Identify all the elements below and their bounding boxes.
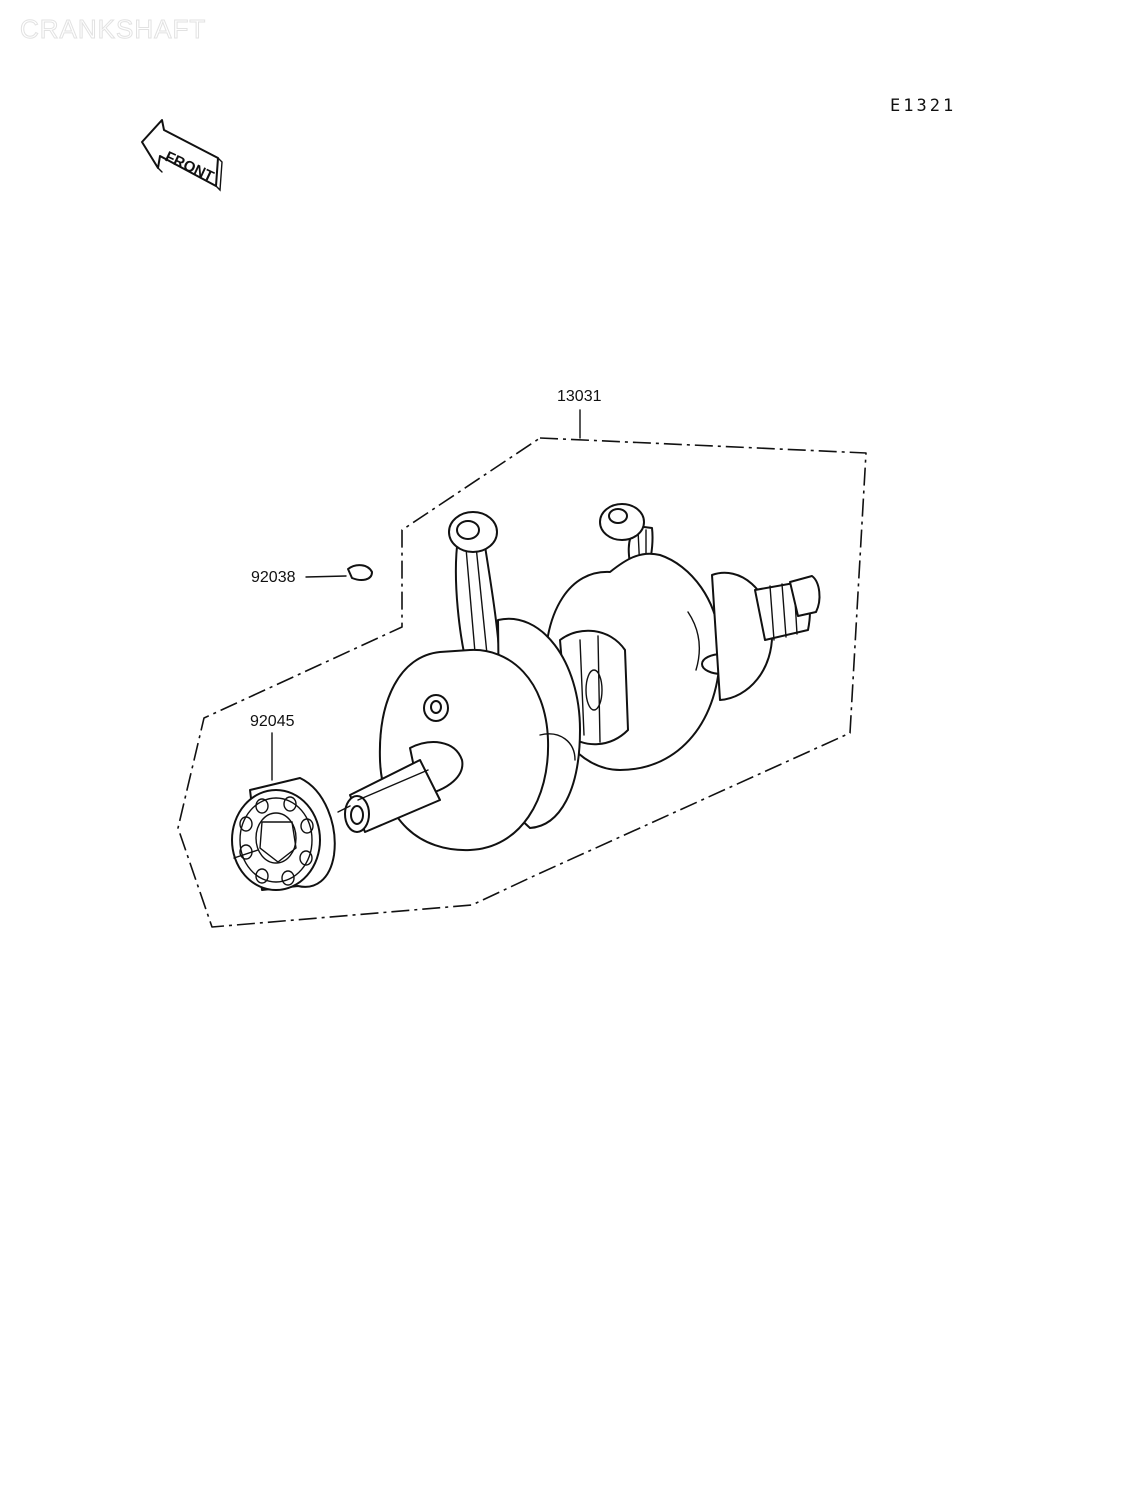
output-shaft: [711, 571, 821, 701]
diagram-code: E1321: [890, 96, 957, 116]
front-arrow-icon: FRONT: [141, 119, 223, 192]
leader-lines: [271, 409, 581, 781]
bearing-part-92045: [231, 777, 336, 891]
diagram-watermark: CRANKSHAFT: [19, 14, 207, 45]
key-part-92038: [347, 564, 373, 581]
part-number-bearing: 92045: [250, 713, 295, 730]
part-number-crankshaft: 13031: [557, 388, 602, 405]
front-shaft-stub: [337, 741, 464, 833]
assembly-outline: [177, 437, 867, 928]
part-number-key: 92038: [251, 569, 296, 586]
